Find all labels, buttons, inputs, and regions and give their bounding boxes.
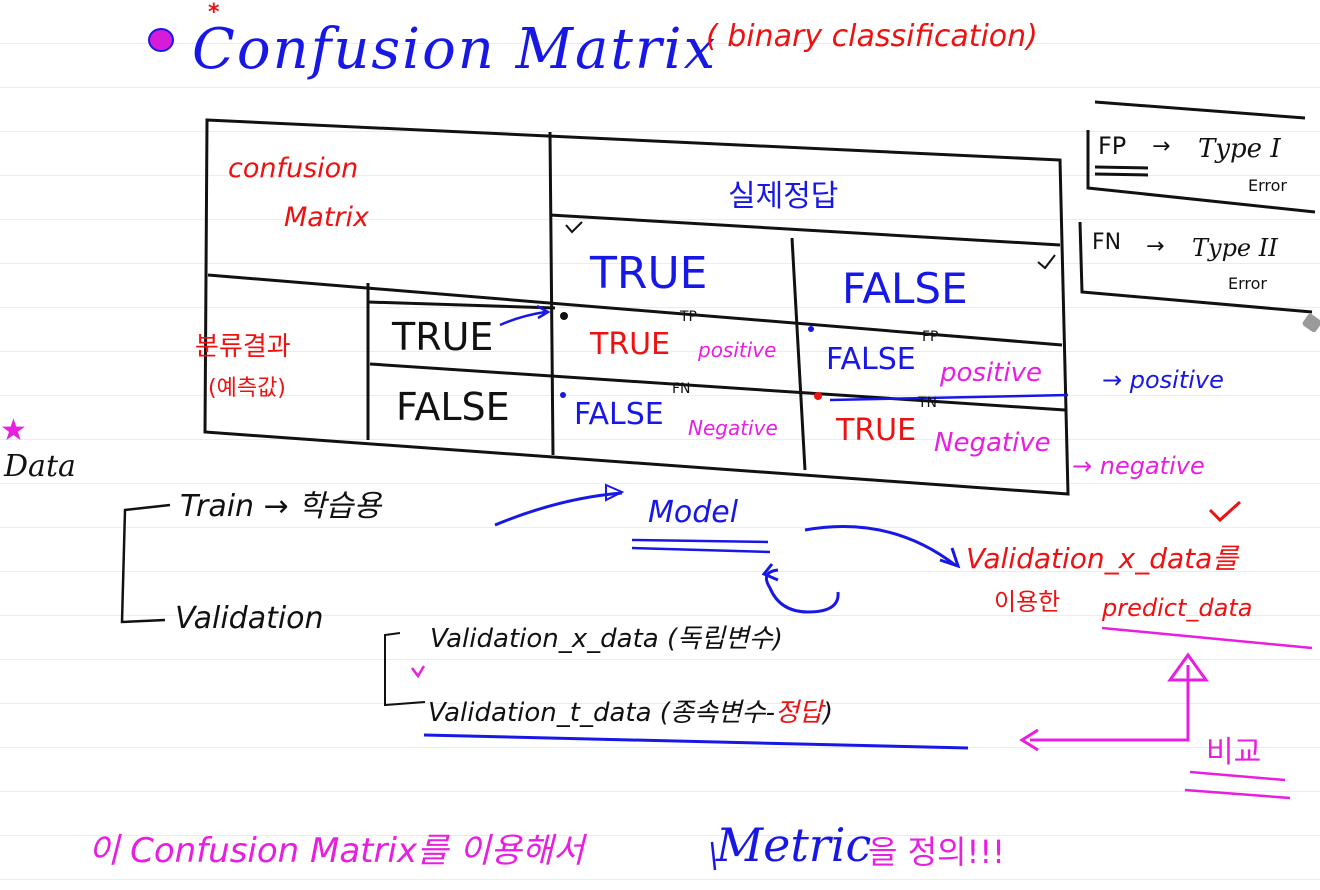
predict-data-underline bbox=[1101, 626, 1313, 650]
data-bracket bbox=[120, 503, 171, 624]
footer-part3: 을 정의!!! bbox=[868, 833, 1005, 871]
compare-label: 비교 bbox=[1206, 735, 1262, 770]
validation-to-model-loop-arrow bbox=[764, 568, 840, 614]
tp-word: TRUE bbox=[590, 327, 671, 362]
actual-true-label: TRUE bbox=[590, 248, 708, 299]
model-label: Model bbox=[648, 495, 739, 530]
fp-double-underline-1 bbox=[1094, 165, 1149, 170]
page-subtitle: ( binary classification) bbox=[706, 19, 1038, 54]
train-label: Train → 학습용 bbox=[180, 489, 382, 524]
star-icon: ★ bbox=[0, 413, 27, 448]
validation-t-label: Validation_t_data (종속변수-정답) bbox=[428, 700, 833, 726]
predict-line2b: predict_data bbox=[1102, 594, 1253, 622]
magenta-dot-icon bbox=[148, 28, 174, 52]
error-fp-type: Type I bbox=[1198, 134, 1281, 164]
positive-underline bbox=[829, 393, 1069, 402]
predict-line1: Validation_x_data를 bbox=[966, 542, 1239, 575]
tp-dot-icon bbox=[560, 312, 568, 320]
table-hline-actual bbox=[549, 213, 1061, 247]
fp-kind: positive bbox=[940, 358, 1042, 388]
fp-word: FALSE bbox=[826, 342, 916, 377]
table-outer-border bbox=[203, 118, 1070, 496]
fn-dot-icon bbox=[560, 392, 566, 398]
model-underline-1 bbox=[631, 538, 769, 544]
title-star: * bbox=[208, 0, 220, 25]
pred-false-label: FALSE bbox=[396, 385, 510, 429]
error-fn-left: FN bbox=[1092, 230, 1122, 255]
actual-header: 실제정답 bbox=[728, 179, 839, 214]
pred-true-label: TRUE bbox=[392, 315, 494, 359]
table-hline-header bbox=[207, 273, 1063, 347]
compare-underline-1 bbox=[1189, 770, 1286, 782]
confusion-matrix-grid bbox=[203, 118, 1070, 496]
error-boxes bbox=[1078, 100, 1316, 314]
tp-arrow-icon bbox=[499, 310, 546, 327]
predicted-header-line1: 분류결과 bbox=[195, 332, 291, 362]
fn-kind: Negative bbox=[688, 416, 778, 440]
footer-part1: 이 Confusion Matrix를 이용해서 bbox=[88, 831, 585, 871]
check-mark-icon bbox=[1037, 254, 1056, 270]
magenta-check-icon bbox=[411, 665, 426, 679]
train-to-model-arrow bbox=[494, 491, 623, 527]
error-box-outline bbox=[1078, 100, 1316, 314]
tn-dot-icon bbox=[814, 392, 822, 400]
validation-t-text: Validation_t_data (종속변수- bbox=[428, 698, 775, 728]
compare-underline-2 bbox=[1184, 788, 1291, 800]
table-vline-actual bbox=[790, 237, 807, 471]
error-fn-type: Type II bbox=[1192, 234, 1278, 262]
validation-t-underline bbox=[423, 733, 969, 750]
tn-tag: TN bbox=[918, 395, 938, 411]
side-positive-label: → positive bbox=[1102, 366, 1224, 394]
page-title: Confusion Matrix bbox=[192, 17, 718, 82]
tn-kind: Negative bbox=[934, 428, 1051, 458]
compare-arrow bbox=[1030, 665, 1190, 742]
validation-label: Validation bbox=[175, 601, 324, 636]
validation-x-label: Validation_x_data (독립변수) bbox=[430, 624, 783, 654]
fn-word: FALSE bbox=[574, 397, 664, 432]
validation-bracket bbox=[384, 632, 426, 707]
red-check-icon bbox=[1208, 500, 1242, 523]
error-fp-arrow: → bbox=[1152, 134, 1171, 159]
fp-tag: FP bbox=[922, 329, 939, 345]
table-hline-mid bbox=[369, 362, 1066, 412]
tp-tag: TP bbox=[680, 309, 697, 325]
side-negative-label: → negative bbox=[1072, 452, 1205, 480]
error-fp-word: Error bbox=[1248, 176, 1287, 195]
matrix-corner-line1: confusion bbox=[228, 153, 359, 184]
validation-t-answer: 정답 bbox=[774, 698, 823, 728]
fp-double-underline-2 bbox=[1094, 172, 1149, 177]
tn-word: TRUE bbox=[836, 413, 917, 448]
matrix-corner-line2: Matrix bbox=[284, 202, 370, 233]
table-hline-pred-row bbox=[367, 300, 556, 310]
footer-metric: Metric bbox=[716, 818, 872, 872]
predict-line2a: 이용한 bbox=[994, 588, 1061, 616]
predicted-header-line2: (예측값) bbox=[208, 376, 286, 401]
fp-dot-icon bbox=[808, 326, 814, 332]
table-vline-main bbox=[548, 131, 555, 456]
error-fn-word: Error bbox=[1228, 274, 1267, 293]
error-fn-arrow: → bbox=[1146, 234, 1165, 259]
model-to-predict-arrow bbox=[804, 525, 956, 567]
error-fp-left: FP bbox=[1098, 132, 1127, 160]
model-underline-2 bbox=[631, 546, 771, 554]
validation-t-close: ) bbox=[822, 698, 833, 728]
fn-tag: FN bbox=[672, 381, 691, 397]
tp-kind: positive bbox=[698, 338, 777, 362]
check-mark-icon bbox=[565, 221, 583, 234]
data-label: Data bbox=[4, 449, 76, 484]
actual-false-label: FALSE bbox=[842, 264, 968, 313]
